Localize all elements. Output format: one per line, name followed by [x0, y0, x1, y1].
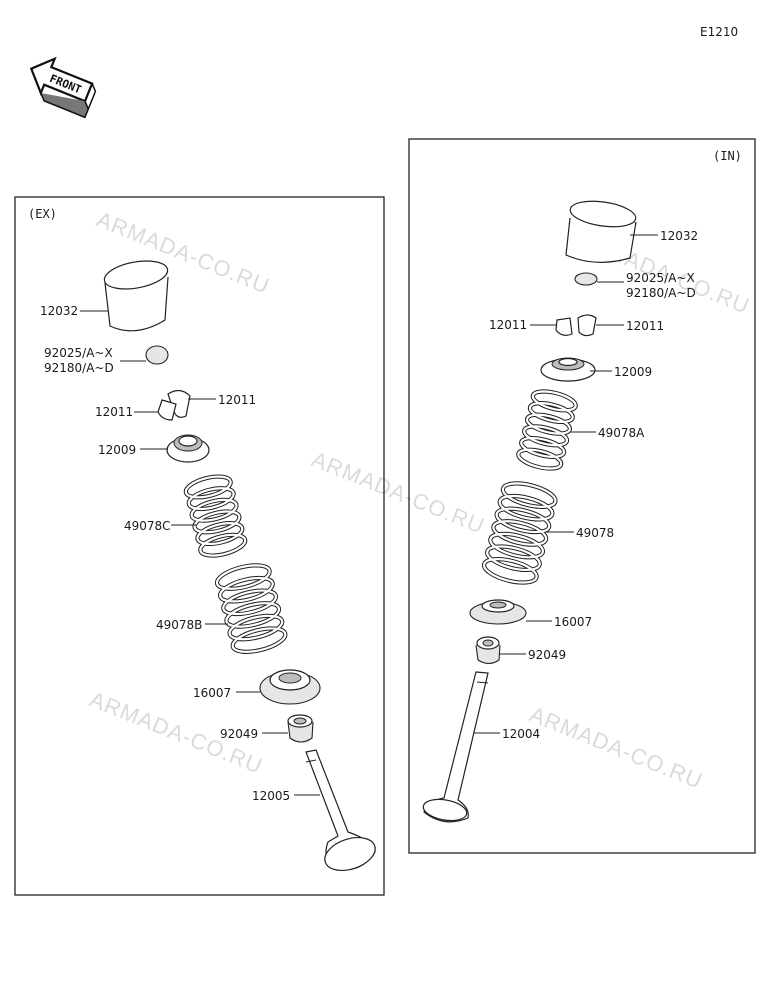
in-retainer-label: 12009 — [614, 365, 652, 379]
in-cotters — [555, 314, 597, 337]
watermark-4: ARMADA-CO.RU — [526, 701, 706, 793]
ex-retainer-label: 12009 — [98, 443, 136, 457]
ex-cotter-label-2: 12011 — [218, 393, 256, 407]
in-spring-a-label: 49078A — [598, 426, 645, 440]
in-shim-label-b: 92180/A~D — [626, 286, 696, 300]
in-shim — [574, 272, 598, 286]
ex-seat-label: 16007 — [193, 686, 231, 700]
ex-seal-label: 92049 — [220, 727, 258, 741]
intake-section: (IN) 12032 92025/A~X 92180/A~D 12011 120… — [408, 138, 756, 854]
exhaust-title: (EX) — [28, 207, 57, 221]
intake-frame — [408, 138, 756, 854]
ex-cotter-label: 12011 — [95, 405, 133, 419]
in-seat-label: 16007 — [554, 615, 592, 629]
ex-valve-label: 12005 — [252, 789, 290, 803]
ex-seal — [287, 714, 314, 743]
front-arrow-icon: FRONT — [29, 56, 97, 119]
watermark-2: ARMADA-CO.RU — [308, 446, 488, 538]
in-valve — [422, 671, 489, 823]
in-cotter-label-2: 12011 — [626, 319, 664, 333]
in-valve-label: 12004 — [502, 727, 540, 741]
in-retainer — [540, 357, 596, 382]
diagram-code: E1210 — [700, 25, 738, 39]
in-lifter-label: 12032 — [660, 229, 698, 243]
in-spring-label: 49078 — [576, 526, 614, 540]
exhaust-section: (EX) 12032 92025/A~X 92180/A~D 12011 120… — [14, 196, 385, 896]
in-spring — [481, 481, 558, 585]
in-seat — [469, 599, 527, 625]
ex-shim — [145, 345, 169, 365]
ex-seat — [259, 669, 321, 705]
in-seal — [475, 636, 501, 665]
ex-spring-c-label: 49078C — [124, 519, 171, 533]
in-shim-label-a: 92025/A~X — [626, 271, 695, 285]
exhaust-frame — [14, 196, 385, 896]
in-spring-a — [516, 389, 578, 471]
ex-lifter — [103, 260, 169, 332]
ex-shim-label-a: 92025/A~X — [44, 346, 113, 360]
ex-spring-b-label: 49078B — [156, 618, 202, 632]
in-seal-label: 92049 — [528, 648, 566, 662]
ex-spring-c — [183, 474, 248, 558]
intake-title: (IN) — [713, 149, 742, 163]
ex-lifter-label: 12032 — [40, 304, 78, 318]
ex-shim-label-b: 92180/A~D — [44, 361, 114, 375]
ex-retainer — [166, 434, 210, 463]
ex-cotters — [157, 389, 191, 421]
in-cotter-label: 12011 — [489, 318, 527, 332]
ex-valve — [305, 749, 376, 871]
in-lifter — [565, 200, 637, 263]
ex-spring-b — [214, 563, 288, 654]
